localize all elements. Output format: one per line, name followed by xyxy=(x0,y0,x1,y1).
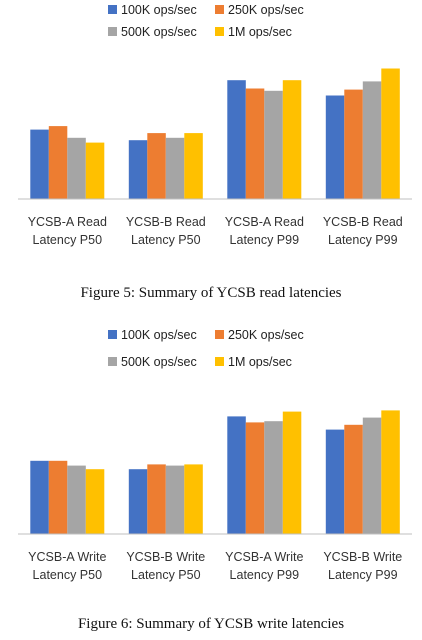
figure-6: 100K ops/sec 250K ops/sec 500K ops/sec 1M o… xyxy=(0,320,422,640)
legend-swatch-4 xyxy=(215,27,224,36)
caption-figure-6: Figure 6: Summary of YCSB write latencie… xyxy=(77,616,345,632)
category-label-4-line-2: Latency P99 xyxy=(328,568,398,582)
bar-4-series-3 xyxy=(362,81,382,199)
chart-write-latencies: 100K ops/sec 250K ops/sec 500K ops/sec 1M o… xyxy=(18,328,412,582)
figure-5: 100K ops/sec 250K ops/sec 500K ops/sec 1M o… xyxy=(18,3,412,301)
category-label-1-line-2: Latency P50 xyxy=(33,568,103,582)
bar-2-series-4 xyxy=(184,464,203,534)
bar-4-series-3 xyxy=(362,417,382,534)
legend-label-1: 100K ops/sec xyxy=(121,328,197,342)
bar-3-series-3 xyxy=(264,90,283,199)
bar-2-series-3 xyxy=(165,137,185,199)
chart-read-latencies: 100K ops/sec 250K ops/sec 500K ops/sec 1M o… xyxy=(18,3,412,247)
category-label-4-line-2: Latency P99 xyxy=(328,233,398,247)
bar-4-series-1 xyxy=(325,95,345,199)
category-label-2-line-2: Latency P50 xyxy=(131,568,201,582)
bar-4-series-1 xyxy=(325,429,345,534)
bar-3-series-1 xyxy=(227,416,246,534)
category-label-3-line-1: YCSB-A Read xyxy=(225,215,304,229)
category-label-4-line-1: YCSB-B Write xyxy=(323,550,402,564)
bar-4-series-2 xyxy=(344,89,363,199)
bar-3-series-1 xyxy=(227,80,246,199)
legend-swatch-2 xyxy=(215,5,224,14)
legend-swatch-4 xyxy=(215,357,224,366)
bar-1-series-4 xyxy=(85,142,105,199)
bar-4-series-4 xyxy=(381,410,400,534)
legend-swatch-3 xyxy=(108,357,117,366)
bar-2-series-2 xyxy=(147,133,166,199)
bar-1-series-3 xyxy=(67,465,86,534)
bar-1-series-1 xyxy=(30,460,49,534)
bar-4-series-2 xyxy=(344,424,363,534)
category-label-3-line-1: YCSB-A Write xyxy=(225,550,303,564)
legend-label-4: 1M ops/sec xyxy=(228,25,292,39)
category-label-3-line-2: Latency P99 xyxy=(230,568,300,582)
bar-2-series-3 xyxy=(165,465,185,534)
category-label-3-line-2: Latency P99 xyxy=(230,233,300,247)
category-label-2-line-1: YCSB-B Read xyxy=(126,215,206,229)
legend-swatch-1 xyxy=(108,5,117,14)
legend-label-3: 500K ops/sec xyxy=(121,355,197,369)
category-label-1-line-1: YCSB-A Write xyxy=(28,550,106,564)
bar-3-series-2 xyxy=(245,422,265,534)
bar-1-series-4 xyxy=(85,469,105,534)
bar-2-series-4 xyxy=(184,133,203,199)
bar-3-series-4 xyxy=(282,80,302,199)
legend-label-1: 100K ops/sec xyxy=(121,3,197,17)
bar-1-series-2 xyxy=(48,126,68,199)
category-label-1-line-1: YCSB-A Read xyxy=(28,215,107,229)
bar-2-series-2 xyxy=(147,464,166,534)
bar-2-series-1 xyxy=(128,469,148,534)
legend-label-2: 250K ops/sec xyxy=(228,328,304,342)
bar-1-series-1 xyxy=(30,129,49,199)
bar-1-series-3 xyxy=(67,137,86,199)
caption-figure-5: Figure 5: Summary of YCSB read latencies xyxy=(80,285,342,301)
bar-4-series-4 xyxy=(381,68,400,199)
bar-3-series-4 xyxy=(282,411,302,534)
legend-swatch-3 xyxy=(108,27,117,36)
bar-1-series-2 xyxy=(48,460,68,534)
category-label-2-line-1: YCSB-B Write xyxy=(126,550,205,564)
bar-2-series-1 xyxy=(128,140,148,199)
category-label-2-line-2: Latency P50 xyxy=(131,233,201,247)
legend-label-2: 250K ops/sec xyxy=(228,3,304,17)
legend-label-4: 1M ops/sec xyxy=(228,355,292,369)
bar-3-series-3 xyxy=(264,421,283,534)
category-label-4-line-1: YCSB-B Read xyxy=(323,215,403,229)
legend-swatch-1 xyxy=(108,330,117,339)
bar-3-series-2 xyxy=(245,88,265,199)
legend-label-3: 500K ops/sec xyxy=(121,25,197,39)
legend-swatch-2 xyxy=(215,330,224,339)
category-label-1-line-2: Latency P50 xyxy=(33,233,103,247)
